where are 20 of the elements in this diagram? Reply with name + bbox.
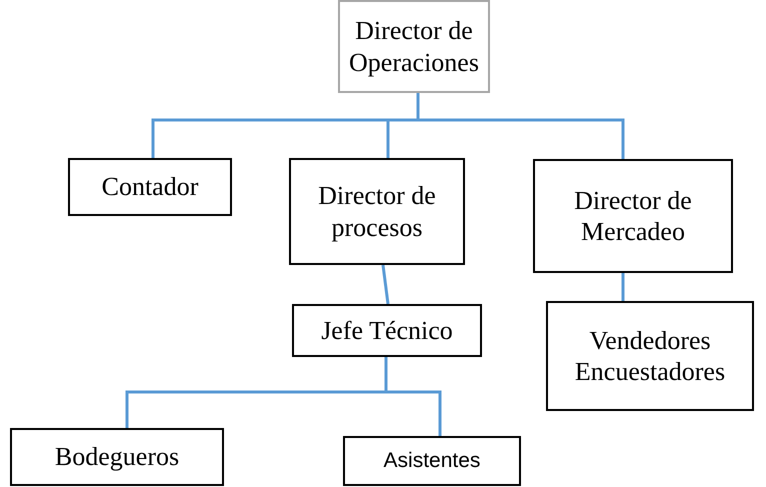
role-title: Asistentes bbox=[384, 448, 480, 474]
org-box bbox=[289, 158, 465, 265]
role-title: Jefe Técnico bbox=[321, 314, 453, 346]
org-box bbox=[292, 304, 482, 357]
role-title: Contador bbox=[102, 171, 198, 203]
role-title: Vendedores Encuestadores bbox=[574, 324, 726, 388]
org-box bbox=[68, 158, 232, 216]
role-title: Bodegueros bbox=[54, 441, 180, 473]
connector-line bbox=[622, 273, 624, 301]
connector-line bbox=[384, 357, 442, 436]
org-box bbox=[10, 428, 224, 486]
connector-line bbox=[416, 93, 624, 159]
org-box bbox=[533, 159, 733, 273]
role-title: Director de procesos bbox=[317, 180, 437, 243]
org-box bbox=[343, 436, 521, 486]
org-box bbox=[338, 0, 490, 93]
org-box bbox=[546, 301, 754, 411]
role-title: Director de Operaciones bbox=[348, 15, 480, 78]
role-title: Director de Mercadeo bbox=[573, 184, 693, 248]
connector-line bbox=[382, 264, 390, 304]
